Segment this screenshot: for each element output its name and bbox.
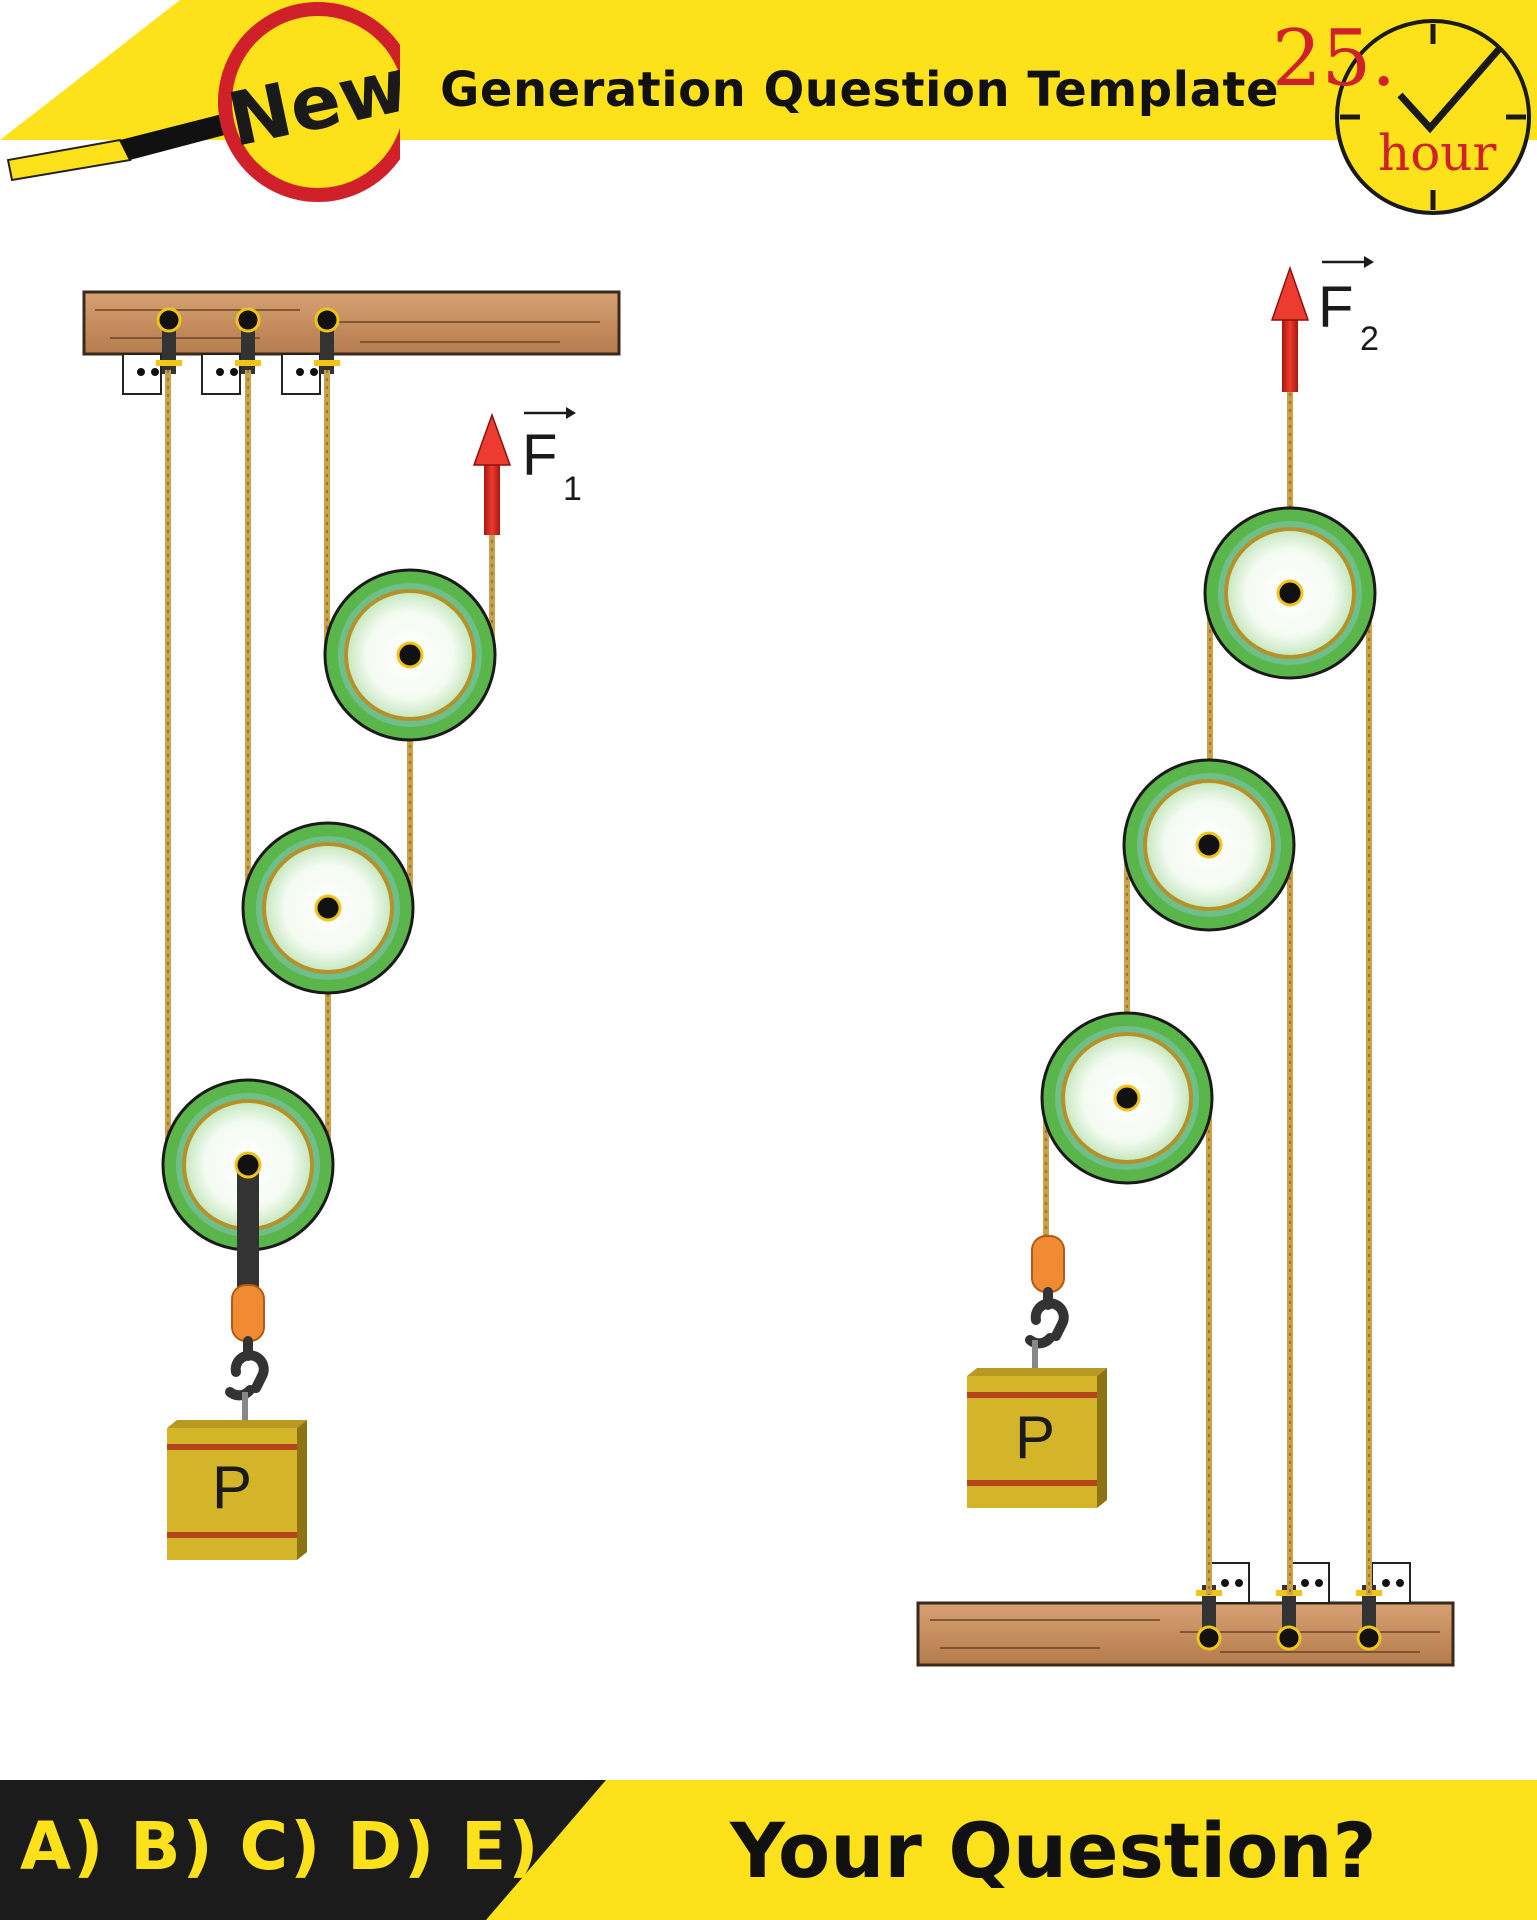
header-wedge: [0, 0, 180, 140]
right-pulley-bottom: [1040, 1011, 1214, 1185]
right-force-arrow: [1270, 265, 1310, 392]
right-force-symbol: F: [1318, 275, 1353, 340]
answer-options: A) B) C) D) E): [20, 1808, 541, 1885]
left-load-box: P: [167, 1420, 307, 1560]
left-force-symbol: F: [522, 423, 557, 488]
right-pulley-top: [1203, 506, 1377, 680]
left-pulley-top: [323, 568, 497, 742]
page-title: Generation Question Template: [440, 62, 1279, 118]
right-pulley-middle: [1122, 758, 1296, 932]
left-hook: [225, 1151, 269, 1426]
left-ropes: [165, 370, 495, 1165]
timer-unit: hour: [1378, 124, 1497, 182]
badge-lens: [232, 16, 400, 188]
pulley-diagram: P F 1: [82, 256, 1455, 1667]
question-prompt: Your Question?: [730, 1806, 1377, 1895]
left-pulley-middle: [241, 821, 415, 995]
magnifier-badge: New: [6, 2, 400, 202]
timer-badge: 25. hour: [1272, 14, 1531, 215]
left-pulley-system: P F 1: [82, 290, 621, 1560]
magnifier-handle: [6, 112, 236, 182]
right-force-label: F 2: [1318, 256, 1379, 358]
left-force-subscript: 1: [563, 470, 582, 508]
checkmark-icon: [1397, 45, 1503, 134]
right-hook: [1025, 1235, 1069, 1374]
right-floor-brackets: [1196, 1562, 1411, 1651]
right-load-box: P: [967, 1368, 1107, 1508]
left-force-arrow: [472, 412, 512, 535]
left-ceiling-brackets: [122, 307, 340, 395]
footer-options-panel: [0, 1780, 606, 1920]
right-force-subscript: 2: [1360, 320, 1379, 358]
right-pulley-system: P F 2: [916, 256, 1455, 1667]
right-load-label: P: [1015, 1404, 1055, 1471]
left-force-label: F 1: [522, 407, 582, 508]
left-load-label: P: [212, 1454, 252, 1521]
timer-number: 25.: [1272, 14, 1396, 104]
